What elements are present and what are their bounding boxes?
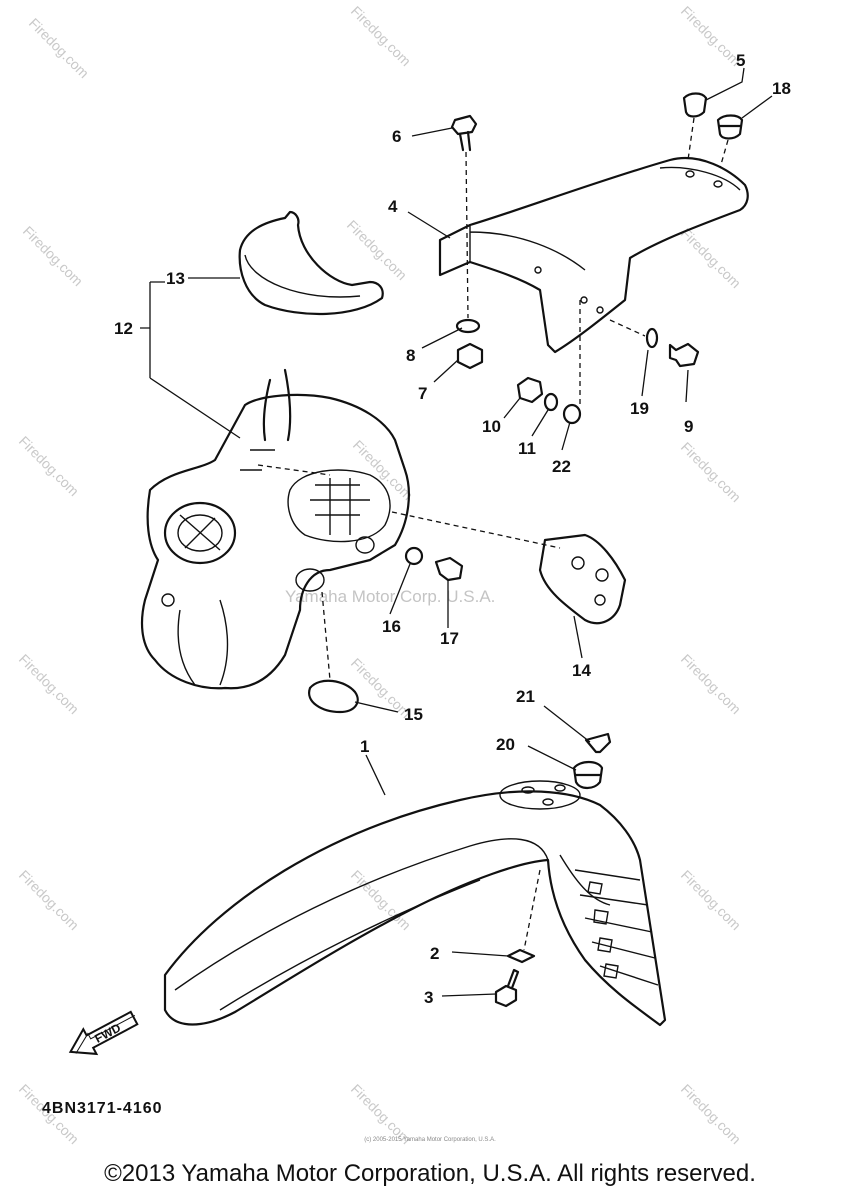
watermark-text: Firedog.com: [348, 3, 414, 69]
callout-13: 13: [166, 269, 185, 288]
fender-bracket: [438, 156, 749, 354]
callout-20: 20: [496, 735, 515, 754]
washer-8: [455, 318, 481, 334]
watermark-text: Firedog.com: [348, 867, 414, 933]
watermark-center-text: Yamaha Motor Corp. U.S.A.: [285, 587, 495, 606]
watermark-text: Firedog.com: [16, 651, 82, 717]
bolt-17: [434, 556, 464, 582]
callout-1: 1: [360, 737, 369, 756]
nut-10: [516, 376, 544, 404]
bolt-3: [494, 984, 518, 1008]
fwd-arrow-icon: FWD: [68, 1010, 139, 1056]
hardware: [257, 92, 744, 1008]
front-fender: [163, 780, 667, 1027]
bracket-assembly: [140, 368, 410, 690]
watermark-text: Firedog.com: [26, 15, 92, 81]
callout-9: 9: [684, 417, 693, 436]
watermark-text: Firedog.com: [350, 437, 416, 503]
callout-4: 4: [388, 197, 398, 216]
callout-12: 12: [114, 319, 133, 338]
clamp-band: [238, 210, 384, 316]
callout-6: 6: [392, 127, 401, 146]
callout-15: 15: [404, 705, 423, 724]
callout-3: 3: [424, 988, 433, 1007]
callout-11: 11: [518, 439, 536, 458]
watermark-text: Firedog.com: [16, 867, 82, 933]
callout-labels: 1 2 3 4 5 6 7 8 9 10 11 12 13 14 15 16 1…: [114, 51, 791, 1007]
callout-8: 8: [406, 346, 415, 365]
callout-10: 10: [482, 417, 501, 436]
small-copyright: (c) 2005-2015 Yamaha Motor Corporation, …: [364, 1137, 496, 1143]
bolt-9: [668, 342, 700, 368]
washer-19: [645, 327, 659, 349]
watermark-text: Firedog.com: [678, 3, 744, 69]
callout-22: 22: [552, 457, 571, 476]
washer-22: [562, 403, 582, 425]
callout-17: 17: [440, 629, 459, 648]
grommet-15: [308, 679, 359, 714]
watermark-text: Firedog.com: [678, 651, 744, 717]
watermark-group: Firedog.com Firedog.com Firedog.com Fire…: [16, 3, 744, 1147]
diagram-code: 4BN3171-4160: [42, 1100, 163, 1117]
leader-lines: [140, 67, 773, 997]
watermark-text: Firedog.com: [16, 433, 82, 499]
grommet-18: [716, 114, 744, 140]
screw-21: [584, 732, 612, 754]
washer-11: [543, 392, 559, 412]
callout-19: 19: [630, 399, 649, 418]
callout-2: 2: [430, 944, 439, 963]
callout-18: 18: [772, 79, 791, 98]
callout-16: 16: [382, 617, 401, 636]
callout-7: 7: [418, 384, 427, 403]
watermark-text: Firedog.com: [678, 225, 744, 291]
nut-7: [456, 342, 484, 370]
callout-21: 21: [516, 687, 535, 706]
nut-2: [506, 948, 536, 964]
watermark-text: Firedog.com: [678, 867, 744, 933]
copyright-notice: ©2013 Yamaha Motor Corporation, U.S.A. A…: [104, 1160, 756, 1187]
bolt-6: [450, 114, 478, 319]
grommet-20: [572, 760, 604, 790]
callout-14: 14: [572, 661, 591, 680]
watermark-text: Firedog.com: [678, 439, 744, 505]
watermark-text: Firedog.com: [344, 217, 410, 283]
washer-16: [404, 546, 424, 566]
watermark-text: Firedog.com: [20, 223, 86, 289]
mounting-plate: [538, 533, 627, 625]
cap-5: [682, 92, 708, 118]
callout-5: 5: [736, 51, 745, 70]
